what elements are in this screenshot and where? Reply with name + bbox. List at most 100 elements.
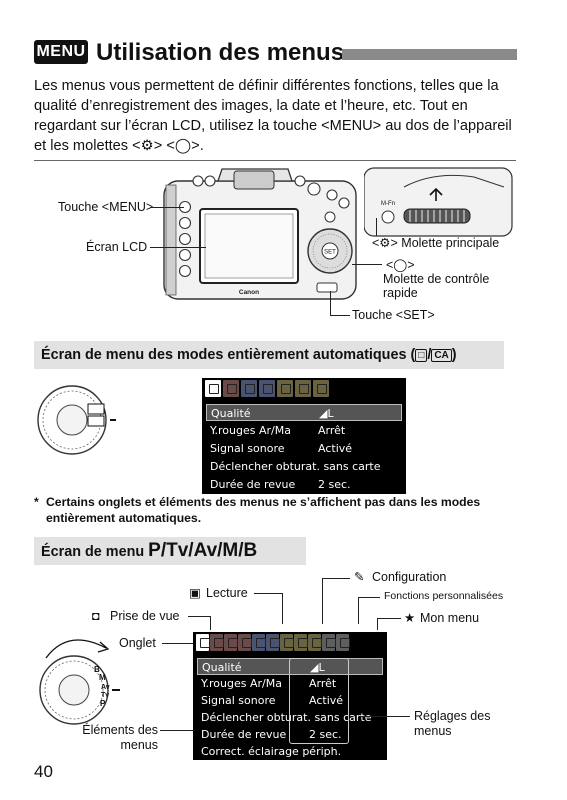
section-heading-auto-text: Écran de menu des modes entièrement auto… bbox=[41, 347, 416, 363]
leader-play-h bbox=[254, 593, 282, 594]
leader-tab bbox=[162, 643, 194, 644]
tab-setup-1[interactable] bbox=[280, 634, 294, 651]
label-menu-settings: Réglages des menus bbox=[414, 709, 491, 738]
menu-badge: MENU bbox=[34, 40, 88, 64]
menu-item[interactable]: Correct. éclairage périph. bbox=[201, 745, 342, 758]
leader-shoot-h bbox=[188, 616, 210, 617]
tab-shooting-3[interactable] bbox=[224, 634, 238, 651]
tab-shooting-4[interactable] bbox=[238, 634, 252, 651]
slash: / bbox=[427, 347, 432, 363]
section-heading-auto-close: ) bbox=[451, 347, 457, 363]
label-shooting-icon: ◘ bbox=[92, 609, 100, 623]
section-heading-modes: P/Tv/Av/M/B bbox=[148, 540, 258, 561]
label-playback-icon: ▣ bbox=[189, 586, 201, 600]
svg-text:P: P bbox=[100, 699, 106, 708]
camera-back-illustration: Canon SET bbox=[163, 168, 357, 300]
svg-text:SET: SET bbox=[324, 250, 336, 256]
title-decor-bar bbox=[342, 49, 517, 60]
leader-cf-v bbox=[358, 597, 359, 624]
label-playback: Lecture bbox=[206, 586, 248, 600]
label-main-dial: <⚙> Molette principale bbox=[372, 236, 500, 250]
settings-column-outline bbox=[289, 658, 349, 744]
leader-set-v bbox=[330, 291, 331, 315]
label-lcd: Écran LCD bbox=[86, 240, 148, 254]
label-menu-button: Touche <MENU> bbox=[58, 200, 154, 214]
menu-item[interactable]: Déclencher obturat. sans carte bbox=[201, 711, 372, 724]
svg-text:M: M bbox=[99, 673, 106, 682]
tab-setup-1[interactable] bbox=[277, 380, 293, 397]
leader-settings bbox=[360, 716, 410, 717]
leader-config-h bbox=[322, 578, 350, 579]
footnote-star: * bbox=[34, 495, 39, 509]
footnote: * Certains onglets et éléments des menus… bbox=[34, 494, 514, 526]
leader-items bbox=[160, 730, 194, 731]
leader-mymenu-v bbox=[377, 618, 378, 630]
menu-item[interactable]: Déclencher obturat. sans carte bbox=[210, 460, 381, 473]
tab-setup-2[interactable] bbox=[294, 634, 308, 651]
creative-auto-icon: CA bbox=[431, 349, 452, 362]
tab-playback-2[interactable] bbox=[266, 634, 280, 651]
tab-shooting[interactable] bbox=[205, 380, 221, 397]
leader-shoot-v bbox=[210, 616, 211, 630]
lcd-tabs-auto bbox=[202, 378, 332, 400]
tab-my-menu[interactable] bbox=[336, 634, 350, 651]
tab-shooting-2[interactable] bbox=[210, 634, 224, 651]
label-configuration: Configuration bbox=[372, 570, 447, 584]
svg-text:Tv: Tv bbox=[101, 692, 109, 699]
tab-playback-1[interactable] bbox=[241, 380, 257, 397]
label-my-menu: Mon menu bbox=[420, 611, 480, 625]
label-configuration-icon: ✎ bbox=[354, 570, 365, 584]
tab-setup-3[interactable] bbox=[313, 380, 329, 397]
intro-paragraph: Les menus vous permettent de définir dif… bbox=[34, 78, 512, 154]
svg-text:Av: Av bbox=[101, 684, 110, 691]
tab-setup-3[interactable] bbox=[308, 634, 322, 651]
tab-shooting-2[interactable] bbox=[223, 380, 239, 397]
lcd-tabs-pasm bbox=[193, 632, 352, 654]
section-heading-pasm-text: Écran de menu bbox=[41, 544, 149, 560]
page-number: 40 bbox=[34, 762, 53, 781]
label-menu-items: Éléments des menus bbox=[82, 723, 158, 752]
tab-shooting[interactable] bbox=[196, 634, 210, 651]
leader-set-h bbox=[330, 315, 350, 316]
label-quick-dial-symbol: <◯> bbox=[386, 258, 415, 272]
leader-play-v bbox=[282, 593, 283, 624]
page-title: Utilisation des menus bbox=[96, 39, 345, 66]
tab-setup-2[interactable] bbox=[295, 380, 311, 397]
label-set-button: Touche <SET> bbox=[352, 308, 435, 322]
svg-text:B: B bbox=[94, 665, 100, 674]
tab-custom-functions[interactable] bbox=[322, 634, 336, 651]
camera-brand: Canon bbox=[239, 289, 259, 296]
leader-config-v bbox=[322, 578, 323, 624]
label-custom-functions: Fonctions personnalisées bbox=[384, 590, 504, 602]
label-quick-dial: Molette de contrôle rapide bbox=[383, 272, 490, 300]
label-my-menu-icon: ★ bbox=[404, 611, 416, 625]
mode-dial-pasm: B M Av Tv P bbox=[39, 639, 120, 725]
label-shooting: Prise de vue bbox=[110, 609, 180, 623]
mode-dial-auto bbox=[37, 385, 116, 455]
tab-playback-1[interactable] bbox=[252, 634, 266, 651]
footnote-text: Certains onglets et éléments des menus n… bbox=[46, 495, 481, 525]
section-heading-pasm: Écran de menu P/Tv/Av/M/B bbox=[34, 537, 306, 565]
dial-mark: M-Fn bbox=[381, 201, 395, 207]
leader-cf-h bbox=[358, 597, 380, 598]
leader-menu bbox=[150, 207, 184, 208]
main-dial-detail: M-Fn bbox=[364, 167, 513, 237]
label-tab: Onglet bbox=[119, 636, 156, 650]
divider bbox=[34, 160, 516, 161]
title-row: MENU Utilisation des menus bbox=[34, 38, 534, 68]
tab-playback-2[interactable] bbox=[259, 380, 275, 397]
section-heading-auto: Écran de menu des modes entièrement auto… bbox=[34, 341, 504, 369]
full-auto-icon: □ bbox=[415, 349, 428, 362]
leader-lcd bbox=[150, 247, 206, 248]
menu-item[interactable]: Qualité◢L bbox=[206, 404, 402, 421]
leader-quick-dial bbox=[352, 264, 382, 265]
leader-mymenu-h bbox=[377, 618, 401, 619]
leader-main-dial bbox=[376, 218, 377, 236]
